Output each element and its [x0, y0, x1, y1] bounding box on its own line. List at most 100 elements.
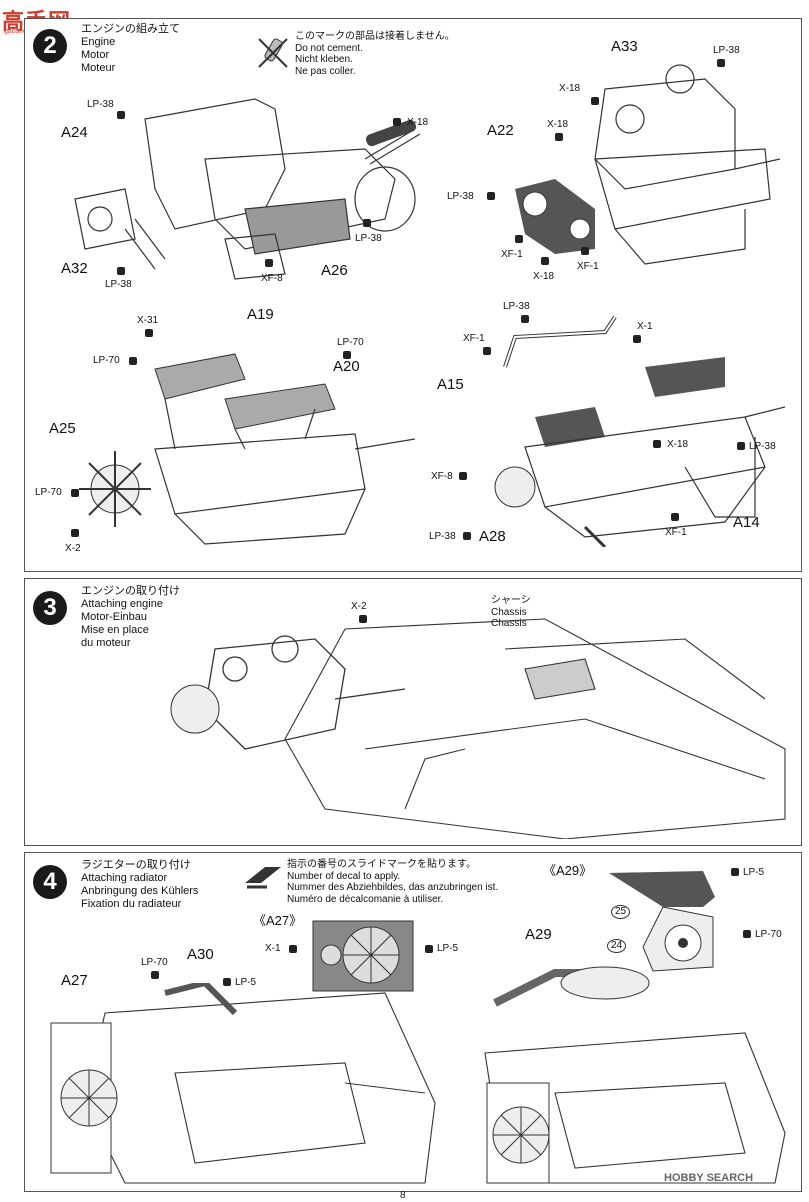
part-label-a33: A33 — [611, 38, 638, 55]
paint-lp70: LP-70 — [337, 337, 364, 348]
engine-covers-drawing — [79, 353, 416, 545]
do-not-cement-icon — [258, 38, 288, 68]
paint-xf1: XF-1 — [665, 527, 687, 538]
chassis-label: シャーシ Chassis Chassis — [491, 595, 531, 630]
step-number: 2 — [33, 29, 67, 63]
paint-lp5: LP-5 — [235, 977, 257, 988]
paint-xf1: XF-1 — [501, 249, 523, 260]
part-label-a14: A14 — [733, 514, 760, 531]
decal-note: 指示の番号のスライドマークを貼ります。 Number of decal to a… — [287, 859, 498, 905]
title-jp: エンジンの組み立て — [81, 23, 180, 35]
title-en: Attaching engine — [81, 598, 163, 610]
title-fr-2: du moteur — [81, 637, 131, 649]
paint-lp38: LP-38 — [447, 191, 474, 202]
paint-marker — [541, 257, 549, 265]
paint-x2: X-2 — [351, 601, 367, 612]
title-en: Engine — [81, 36, 116, 48]
paint-x1: X-1 — [637, 321, 653, 332]
paint-x18: X-18 — [547, 119, 569, 130]
paint-lp5: LP-5 — [743, 867, 765, 878]
paint-marker — [129, 357, 137, 365]
paint-marker — [591, 97, 599, 105]
paint-marker — [555, 133, 563, 141]
paint-marker — [223, 978, 231, 986]
part-label-a28: A28 — [479, 528, 506, 545]
step-number: 4 — [33, 865, 67, 899]
hobby-search-watermark: HOBBY SEARCH — [664, 1172, 754, 1184]
note-jp: このマークの部品は接着しません。 — [295, 31, 455, 42]
title-en: Attaching radiator — [81, 872, 168, 884]
step-3-panel: 3 エンジンの取り付け Attaching engine Motor-Einba… — [24, 578, 802, 846]
title-fr: Fixation du radiateur — [81, 898, 182, 910]
note-fr: Ne pas coller. — [295, 65, 356, 77]
paint-marker — [737, 442, 745, 450]
step-title: エンジンの取り付け Attaching engine Motor-Einbau … — [81, 585, 180, 650]
chassis-en: Chassis — [491, 606, 527, 618]
title-jp: ラジエターの取り付け — [81, 859, 191, 871]
step-number: 3 — [33, 591, 67, 625]
title-de: Motor — [81, 49, 110, 61]
paint-marker — [653, 440, 661, 448]
part-label-a15: A15 — [437, 376, 464, 393]
paint-x18: X-18 — [667, 439, 689, 450]
step-title: エンジンの組み立て Engine Motor Moteur — [81, 23, 180, 75]
chassis-de: Chassis — [491, 618, 527, 629]
paint-x18: X-18 — [533, 271, 555, 282]
paint-lp38: LP-38 — [749, 441, 776, 452]
radiator-install-left-drawing — [50, 983, 436, 1184]
page-number: 8 — [400, 1190, 406, 1201]
part-label-a32: A32 — [61, 260, 88, 277]
paint-marker — [71, 489, 79, 497]
part-label-a24: A24 — [61, 124, 88, 141]
paint-marker — [151, 971, 159, 979]
paint-marker — [117, 111, 125, 119]
decal-icon — [245, 867, 281, 889]
paint-marker — [71, 529, 79, 537]
part-label-a25: A25 — [49, 420, 76, 437]
decal-de: Nummer des Abziehbildes, das anzubringen… — [287, 882, 499, 893]
step-4-panel: 4 ラジエターの取り付け Attaching radiator Anbringu… — [24, 852, 802, 1192]
chassis-jp: シャーシ — [491, 595, 531, 606]
paint-marker — [117, 267, 125, 275]
note-en: Do not cement. — [295, 42, 363, 54]
paint-marker — [359, 615, 367, 623]
paint-marker — [393, 118, 401, 126]
part-label-a27: A27 — [61, 972, 88, 989]
do-not-cement-note: このマークの部品は接着しません。 Do not cement. Nicht kl… — [295, 31, 455, 77]
paint-xf1: XF-1 — [577, 261, 599, 272]
chassis-engine-drawing — [170, 618, 786, 839]
paint-lp38: LP-38 — [503, 301, 530, 312]
paint-lp70: LP-70 — [93, 355, 120, 366]
title-de: Motor-Einbau — [81, 611, 148, 623]
paint-lp70: LP-70 — [35, 487, 62, 498]
paint-marker — [459, 472, 467, 480]
paint-x31: X-31 — [137, 315, 159, 326]
paint-marker — [265, 259, 273, 267]
paint-marker — [145, 329, 153, 337]
part-label-a29: A29 — [525, 926, 552, 943]
paint-marker — [743, 930, 751, 938]
paint-lp38: LP-38 — [105, 279, 132, 290]
paint-marker — [515, 235, 523, 243]
part-label-a27-detail: 《A27》 — [253, 913, 303, 928]
title-de: Anbringung des Kühlers — [81, 885, 199, 897]
paint-xf8: XF-8 — [261, 273, 283, 284]
paint-lp70: LP-70 — [141, 957, 168, 968]
decal-24: 24 — [607, 939, 627, 953]
paint-marker — [483, 347, 491, 355]
paint-marker — [289, 945, 297, 953]
engine-pipes-drawing — [494, 315, 785, 547]
paint-marker — [521, 315, 529, 323]
paint-marker — [425, 945, 433, 953]
engine-block-drawing — [74, 98, 421, 280]
radiator-detail-drawing — [312, 920, 414, 992]
part-label-a30: A30 — [187, 946, 214, 963]
paint-marker — [671, 513, 679, 521]
paint-lp5: LP-5 — [437, 943, 459, 954]
title-jp: エンジンの取り付け — [81, 585, 180, 597]
paint-x18: X-18 — [407, 117, 429, 128]
radiator-install-right-drawing — [484, 966, 786, 1184]
paint-marker — [363, 219, 371, 227]
paint-marker — [731, 868, 739, 876]
decal-jp: 指示の番号のスライドマークを貼ります。 — [287, 859, 476, 870]
